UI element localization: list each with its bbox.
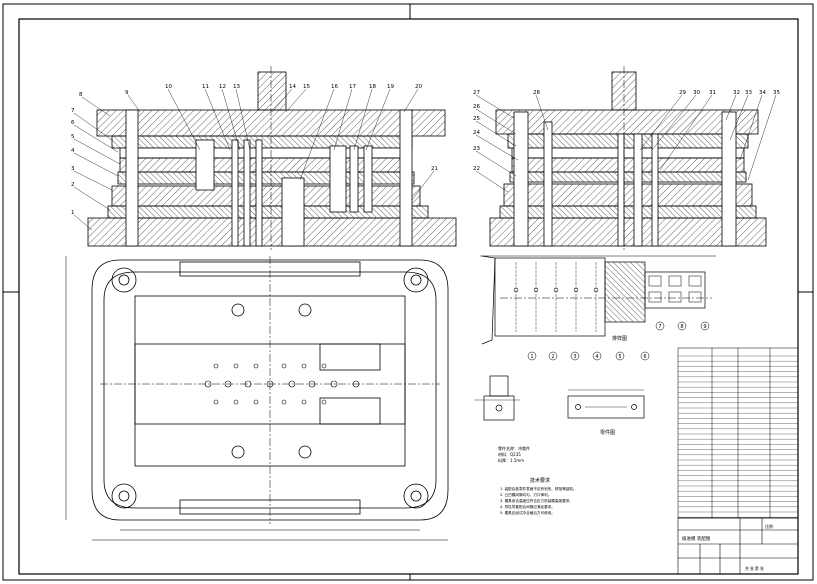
part-spec-thickness: 料厚：1.5mm — [498, 457, 524, 463]
callout-26: 26 — [473, 104, 480, 110]
callout-19: 19 — [387, 84, 394, 90]
station-label-7: 7 — [658, 324, 661, 330]
callout-13: 13 — [233, 84, 240, 90]
station-marker — [548, 351, 558, 361]
title-block — [677, 517, 799, 575]
callout-3: 3 — [71, 166, 75, 172]
station-label-3: 3 — [573, 354, 576, 360]
callout-29: 29 — [679, 90, 686, 96]
inner-frame — [18, 18, 799, 575]
callout-9: 9 — [125, 90, 129, 96]
station-marker — [570, 351, 580, 361]
callout-20: 20 — [415, 84, 422, 90]
callout-4: 4 — [71, 148, 75, 154]
part-spec-material: 材料：Q235 — [498, 451, 521, 457]
callout-17: 17 — [349, 84, 356, 90]
station-label-8: 8 — [680, 324, 683, 330]
station-label-6: 6 — [643, 354, 646, 360]
callout-23: 23 — [473, 146, 480, 152]
callout-24: 24 — [473, 130, 480, 136]
callout-32: 32 — [733, 90, 740, 96]
callout-25: 25 — [473, 116, 480, 122]
callout-12: 12 — [219, 84, 226, 90]
part-spec-material-label: 零件名称：冲裁件 — [498, 445, 530, 451]
side-section-view — [489, 66, 767, 250]
callout-16: 16 — [331, 84, 338, 90]
callout-30: 30 — [693, 90, 700, 96]
tech-req-line: 5. 模具应经试冲合格后方可使用。 — [500, 510, 555, 515]
callout-7: 7 — [71, 108, 75, 114]
part-drawing-plate — [567, 389, 645, 419]
station-marker — [700, 321, 710, 331]
callouts-right: 27 28 26 25 24 23 22 29 30 31 32 33 34 35 — [473, 90, 780, 193]
station-marker — [677, 321, 687, 331]
callout-22: 22 — [473, 166, 480, 172]
callout-33: 33 — [745, 90, 752, 96]
strip-caption: 排样图 — [612, 335, 627, 342]
callout-6: 6 — [71, 120, 75, 126]
callout-35: 35 — [773, 90, 780, 96]
parts-list — [677, 347, 799, 519]
callout-15: 15 — [303, 84, 310, 90]
station-marker — [592, 351, 602, 361]
callout-18: 18 — [369, 84, 376, 90]
callout-28: 28 — [533, 90, 540, 96]
title-block-name: 级进模 装配图 — [682, 535, 711, 542]
callout-10: 10 — [165, 84, 172, 90]
callout-27: 27 — [473, 90, 480, 96]
tech-req-line: 1. 装配后各零件表面不应有划伤、锈蚀等缺陷。 — [500, 486, 576, 491]
station-marker — [640, 351, 650, 361]
station-marker — [655, 321, 665, 331]
callout-11: 11 — [202, 84, 209, 90]
title-block-scale: 比例 — [765, 523, 773, 529]
station-marker — [615, 351, 625, 361]
callout-5: 5 — [71, 134, 75, 140]
strip-layout — [480, 255, 716, 345]
part-drawing-small — [474, 375, 520, 421]
callout-8: 8 — [79, 92, 83, 98]
strip-station-labels: 1 2 3 4 5 6 7 8 9 — [527, 321, 710, 361]
tech-req-line: 4. 导柱导套配合间隙应满足要求。 — [500, 504, 555, 509]
tech-req-lines: 1. 装配后各零件表面不应有划伤、锈蚀等缺陷。2. 凸凹模间隙均匀，刃口锋利。3… — [500, 486, 576, 515]
callout-2: 2 — [71, 182, 75, 188]
station-label-1: 1 — [530, 354, 533, 360]
station-label-2: 2 — [551, 354, 554, 360]
tech-req-title: 技术要求 — [530, 477, 550, 484]
callout-1: 1 — [71, 210, 75, 216]
title-block-sheet: 共 张 第 张 — [745, 566, 764, 571]
tech-req-line: 2. 凸凹模间隙均匀，刃口锋利。 — [500, 492, 551, 497]
callout-21: 21 — [431, 166, 438, 172]
part-caption: 零件图 — [600, 429, 615, 436]
callout-14: 14 — [289, 84, 296, 90]
plan-view — [65, 256, 449, 541]
callout-34: 34 — [759, 90, 766, 96]
station-label-4: 4 — [595, 354, 598, 360]
tech-req-line: 3. 模具闭合高度应符合压力机装模高度要求。 — [500, 498, 573, 503]
station-marker — [527, 351, 537, 361]
callout-31: 31 — [709, 90, 716, 96]
station-label-5: 5 — [618, 354, 621, 360]
station-label-9: 9 — [703, 324, 706, 330]
front-section-view — [87, 66, 457, 250]
